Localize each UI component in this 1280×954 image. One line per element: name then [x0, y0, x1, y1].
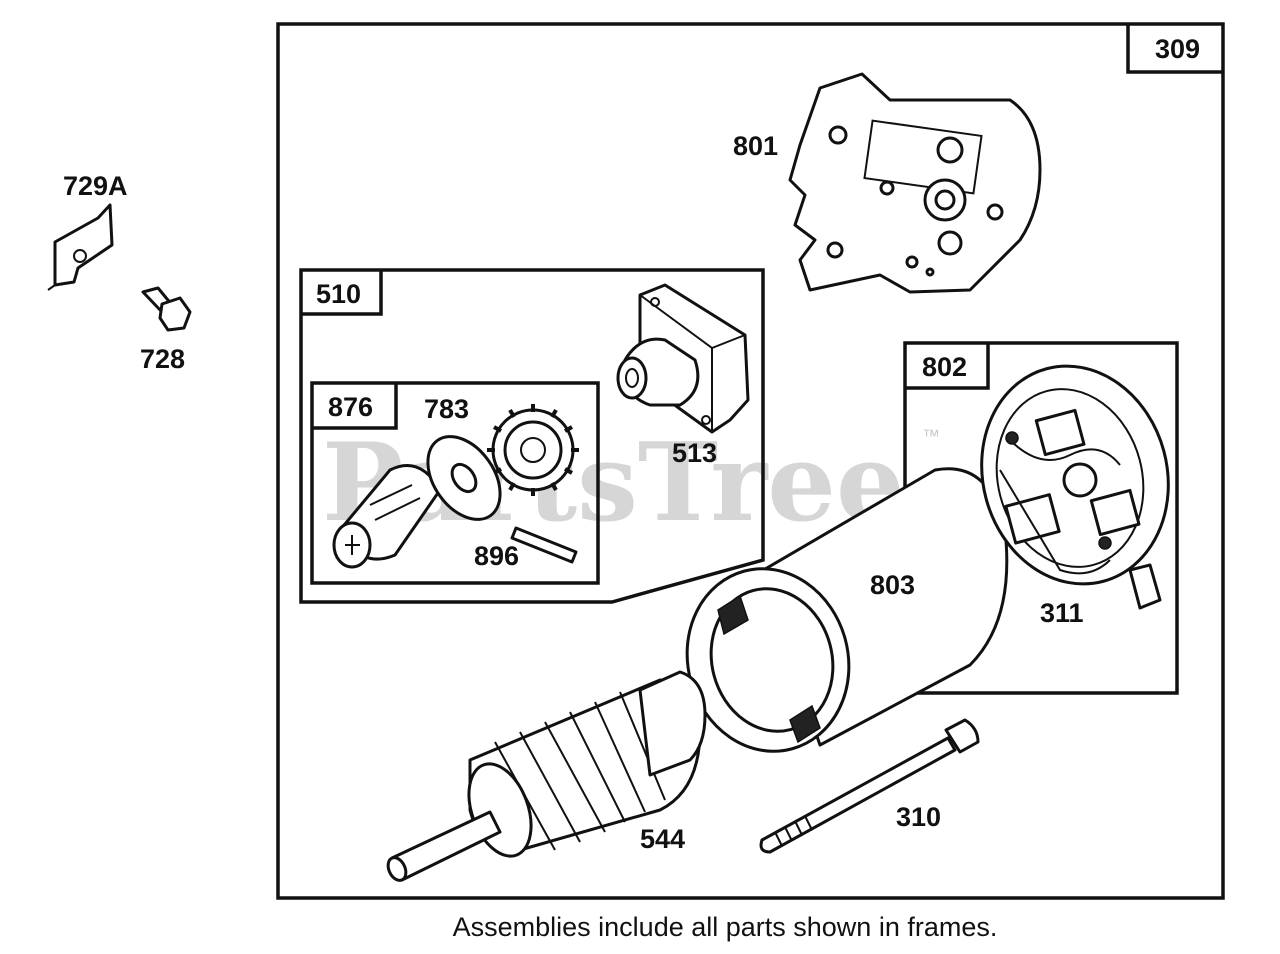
callout-box-510 — [301, 270, 383, 316]
callout-896[interactable]: 896 — [474, 541, 519, 571]
callout-311[interactable]: 311 — [1040, 598, 1084, 628]
assembly-frame-510 — [299, 268, 765, 604]
assembly-frame-309 — [276, 22, 1225, 900]
part-896-pin[interactable] — [510, 526, 578, 564]
watermark-trademark: ™ — [922, 426, 940, 446]
callout-783[interactable]: 783 — [424, 394, 469, 424]
callout-729A[interactable]: 729A — [63, 171, 128, 201]
part-876-drive-clutch[interactable] — [332, 464, 442, 569]
callout-803[interactable]: 803 — [870, 570, 915, 600]
callout-728[interactable]: 728 — [140, 344, 185, 374]
callout-513[interactable]: 513 — [672, 438, 717, 468]
callout-510[interactable]: 510 — [316, 279, 361, 309]
part-310-bolt[interactable] — [759, 718, 980, 854]
part-544-armature[interactable] — [385, 670, 707, 883]
part-gear[interactable] — [487, 404, 579, 496]
callout-box-802 — [905, 343, 990, 390]
assembly-frame-876 — [310, 381, 600, 585]
callout-box-876 — [312, 383, 398, 430]
part-728-screw[interactable] — [141, 286, 192, 332]
callout-801[interactable]: 801 — [733, 131, 778, 161]
callout-802[interactable]: 802 — [922, 352, 967, 382]
diagram-caption: Assemblies include all parts shown in fr… — [452, 912, 998, 942]
callout-876[interactable]: 876 — [328, 392, 373, 422]
callout-310[interactable]: 310 — [896, 802, 941, 832]
callout-309[interactable]: 309 — [1155, 34, 1200, 64]
part-783-washer[interactable] — [413, 423, 515, 533]
part-801-end-cap[interactable] — [788, 72, 1042, 294]
part-729A-bracket[interactable] — [47, 203, 114, 291]
callout-544[interactable]: 544 — [640, 824, 685, 854]
part-311-brush-holder[interactable] — [958, 345, 1193, 610]
callout-box-309 — [1126, 24, 1222, 74]
part-513-end-cap[interactable] — [616, 283, 750, 434]
